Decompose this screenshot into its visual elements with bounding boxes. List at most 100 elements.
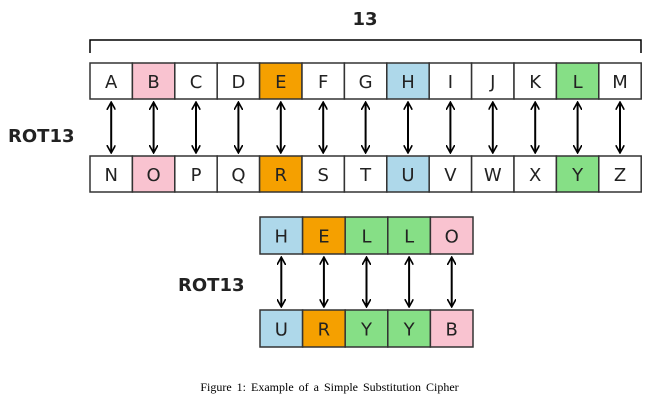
word-plain-cell: H [259, 216, 304, 255]
word-plain-cell: L [387, 216, 432, 255]
alphabet-bottom-box [174, 155, 218, 193]
word-plain-letter: E [318, 227, 329, 248]
alphabet-top-cell: K [513, 62, 558, 100]
alphabet-top-cell: F [301, 62, 346, 100]
alphabet-bottom-letter: U [401, 165, 414, 186]
alphabet-top-letter: H [401, 72, 415, 93]
alphabet-bottom-letter: X [529, 165, 541, 186]
alphabet-top-box [598, 62, 642, 100]
alphabet-bottom-cell: Q [216, 155, 261, 193]
alphabet-bottom-letter: Q [231, 165, 245, 186]
alphabet-bottom-box [555, 155, 600, 193]
alphabet-top-cell: C [174, 62, 218, 100]
alphabet-top-box [428, 62, 473, 100]
alphabet-top-cell: M [598, 62, 642, 100]
alphabet-bottom-letter: O [147, 165, 161, 186]
word-cipher-cell: B [429, 309, 474, 348]
word-cipher-box [259, 309, 304, 348]
word-plain-cell: E [301, 216, 346, 255]
alphabet-top-box [258, 62, 303, 100]
alphabet-top-box [470, 62, 515, 100]
alphabet-bottom-cell: Z [598, 155, 642, 193]
alphabet-top-letter: K [529, 72, 542, 93]
shift-label: 13 [352, 9, 377, 30]
alphabet-top-cell: D [216, 62, 261, 100]
alphabet-top-cell: J [470, 62, 515, 100]
alphabet-bottom-letter: V [444, 165, 457, 186]
alphabet-top-box [89, 62, 134, 100]
word-cipher-letter: B [446, 320, 458, 341]
word-cipher-cell: Y [387, 309, 432, 348]
alphabet-bottom-cell: W [470, 155, 515, 193]
alphabet-bottom-letter: Z [614, 165, 626, 186]
alphabet-top-cell: L [555, 62, 600, 100]
alphabet-top-letter: B [147, 72, 159, 93]
alphabet-top-box [343, 62, 388, 100]
alphabet-bottom-box [89, 155, 134, 193]
word-plain-cell: O [429, 216, 474, 255]
alphabet-bottom-letter: S [317, 165, 328, 186]
word-cipher-box [301, 309, 346, 348]
alphabet-bottom-cell: Y [555, 155, 600, 193]
word-cipher-letter: Y [403, 320, 416, 341]
alphabet-bottom-box [301, 155, 346, 193]
word-cipher-box [429, 309, 474, 348]
word-plain-box [301, 216, 346, 255]
alphabet-top-letter: A [105, 72, 118, 93]
alphabet-top-letter: J [489, 72, 495, 93]
word-plain-cell: L [344, 216, 389, 255]
alphabet-bottom-letter: W [484, 165, 502, 186]
shift-bracket [89, 39, 642, 53]
alphabet-bottom-cell: X [513, 155, 558, 193]
alphabet-top-cell: G [343, 62, 388, 100]
alphabet-top-cell: A [89, 62, 134, 100]
alphabet-top-letter: G [359, 72, 373, 93]
alphabet-bottom-letter: P [191, 165, 202, 186]
alphabet-top-letter: L [573, 72, 583, 93]
alphabet-bottom-letter: Y [571, 165, 584, 186]
alphabet-bottom-box [598, 155, 642, 193]
alphabet-top-box [301, 62, 346, 100]
word-plain-letter: O [445, 227, 459, 248]
alphabet-top-letter: F [318, 72, 328, 93]
alphabet-bottom-box [428, 155, 473, 193]
alphabet-bottom-box [513, 155, 558, 193]
figure-caption: Figure 1: Example of a Simple Substituti… [200, 380, 459, 394]
word-plain-box [429, 216, 474, 255]
alphabet-bottom-cell: U [386, 155, 430, 193]
alphabet-bottom-letter: R [275, 165, 288, 186]
alphabet-top-letter: E [275, 72, 286, 93]
alphabet-top-letter: M [612, 72, 628, 93]
alphabet-top-box [386, 62, 430, 100]
word-arrows [281, 258, 451, 306]
alphabet-top-letter: C [190, 72, 203, 93]
word-plain-letter: L [361, 227, 371, 248]
word-plain-letter: L [404, 227, 414, 248]
alphabet-bottom-box [258, 155, 303, 193]
alphabet-top-cell: I [428, 62, 473, 100]
word-cipher-cell: Y [344, 309, 389, 348]
alphabet-top-letter: D [231, 72, 245, 93]
alphabet-bottom-cell: S [301, 155, 346, 193]
alphabet-bottom-letter: T [359, 165, 372, 186]
alphabet-top-box [555, 62, 600, 100]
alphabet-top-cell: H [386, 62, 430, 100]
alphabet-top-cell: B [131, 62, 176, 100]
alphabet-top-cell: E [258, 62, 303, 100]
alphabet-bottom-row: N O P Q R S T U V W X Y Z [89, 155, 642, 193]
word-cipher-letter: R [318, 320, 331, 341]
alphabet-bottom-box [343, 155, 388, 193]
alphabet-bottom-letter: N [104, 165, 117, 186]
alphabet-bottom-cell: O [131, 155, 176, 193]
alphabet-bottom-box [216, 155, 261, 193]
word-cipher-letter: Y [360, 320, 373, 341]
alphabet-bottom-cell: N [89, 155, 134, 193]
alphabet-top-box [174, 62, 218, 100]
alphabet-bottom-cell: V [428, 155, 473, 193]
alphabet-top-box [131, 62, 176, 100]
word-cipher-cell: U [259, 309, 304, 348]
alphabet-arrows [111, 103, 620, 152]
